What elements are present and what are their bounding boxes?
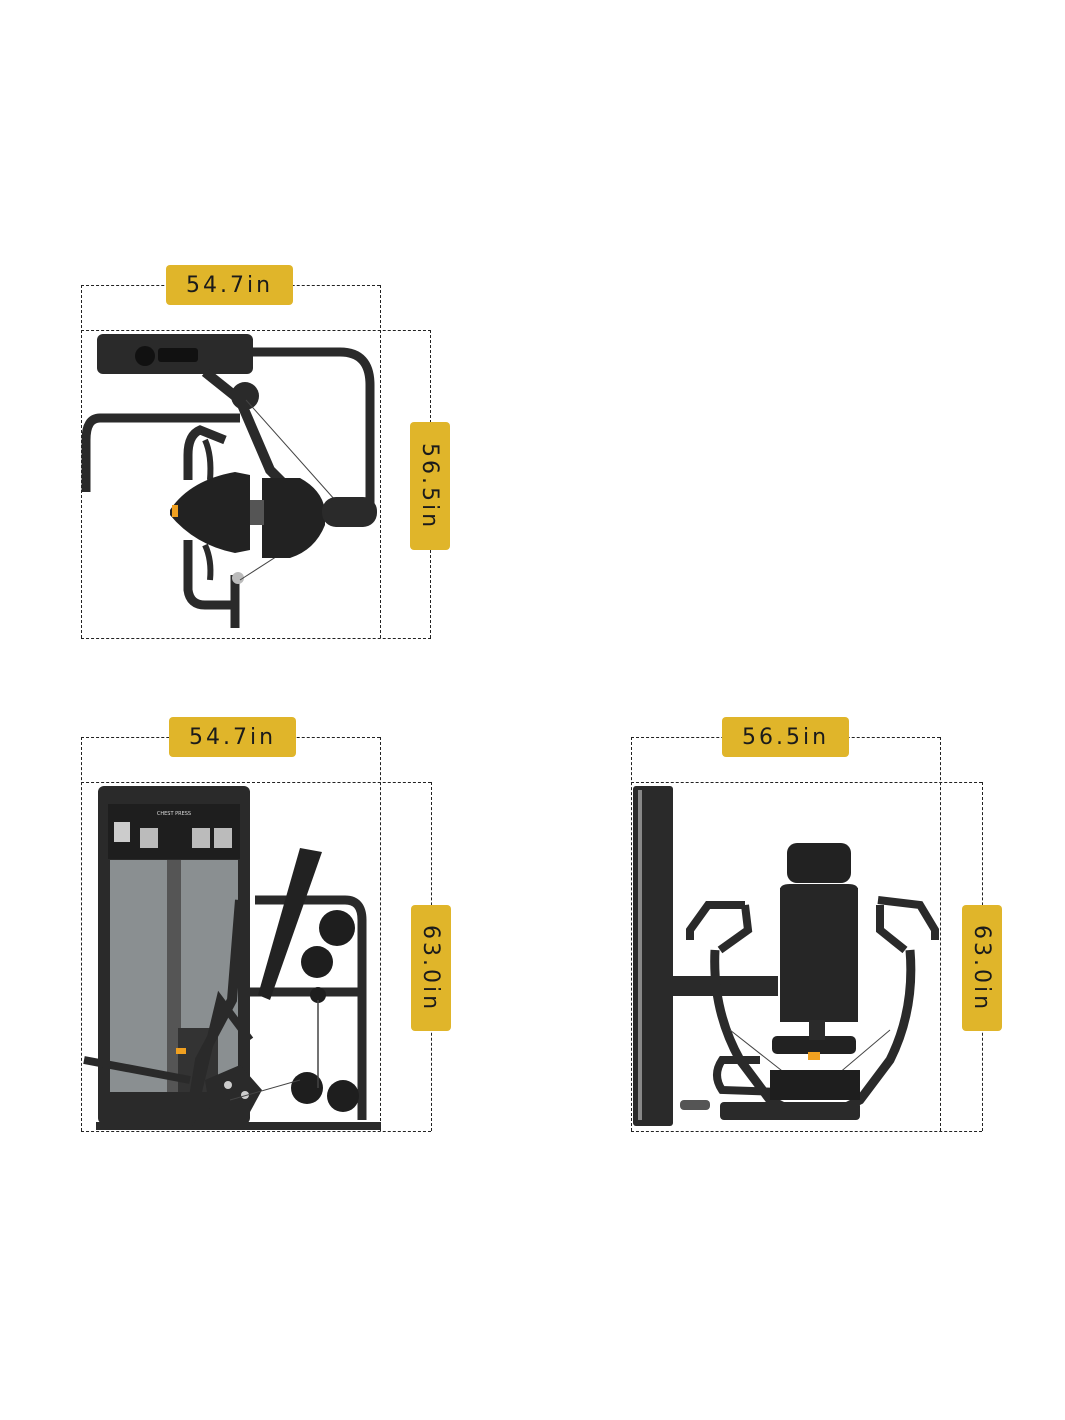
top-width-line-right	[380, 285, 381, 638]
front-height-line-top	[631, 782, 982, 783]
side-view-height-label: 63.0in	[411, 905, 451, 1031]
side-view-width-label: 54.7in	[169, 717, 296, 757]
top-view-width-label: 54.7in	[166, 265, 293, 305]
front-height-line-bottom	[631, 1131, 982, 1132]
top-depth-line-bottom	[81, 638, 431, 639]
side-height-line-top	[81, 782, 431, 783]
top-view-depth-label: 56.5in	[410, 422, 450, 550]
front-view-width-label: 56.5in	[722, 717, 849, 757]
front-width-line-right	[940, 737, 941, 1131]
front-view-height-label: 63.0in	[962, 905, 1002, 1031]
top-view-width-text: 54.7in	[185, 272, 274, 298]
side-view-width-text: 54.7in	[188, 724, 277, 750]
top-depth-line-top	[81, 330, 431, 331]
front-width-line-left	[631, 737, 632, 1131]
side-height-line-bottom	[81, 1131, 431, 1132]
side-width-line-left	[81, 737, 82, 1131]
front-view-width-text: 56.5in	[741, 724, 830, 750]
side-width-line-right	[380, 737, 381, 1131]
side-view-placard-title: CHEST PRESS	[157, 811, 191, 817]
